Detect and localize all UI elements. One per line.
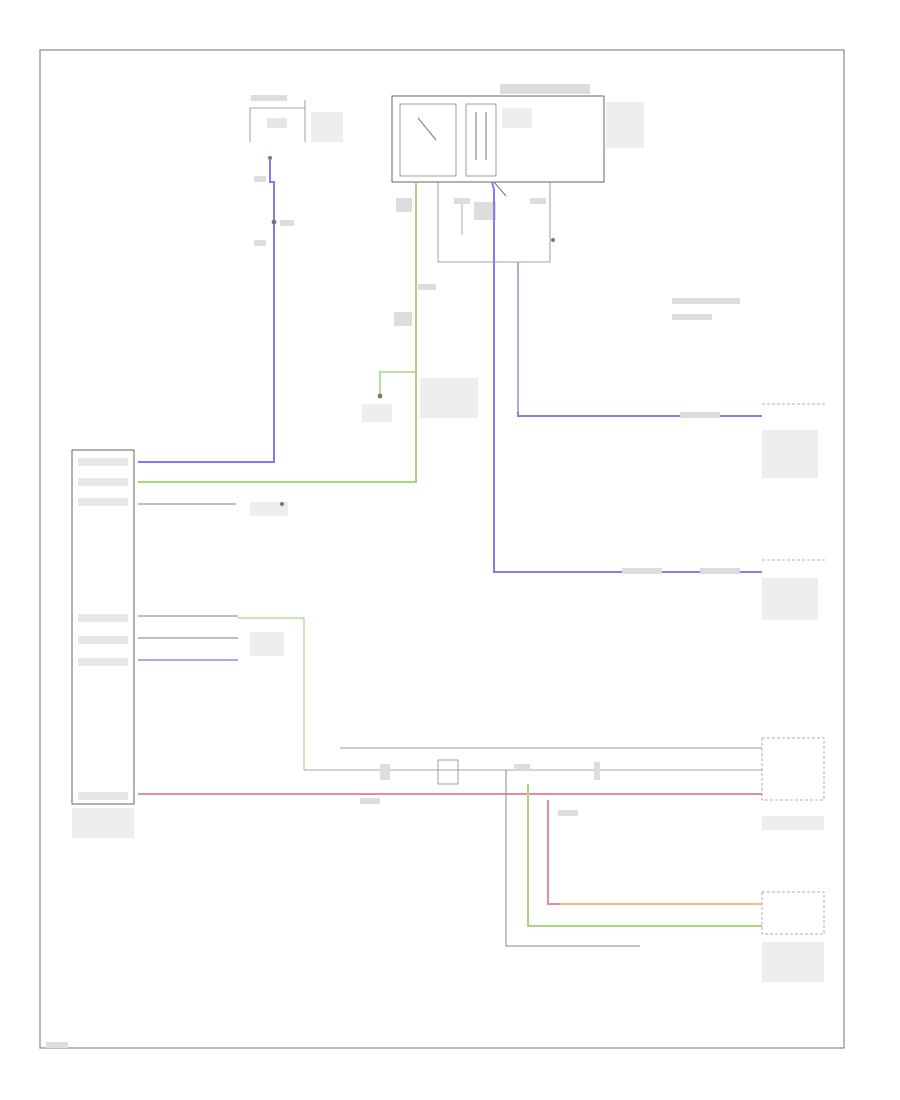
module-pin-label xyxy=(78,478,128,486)
relay-box-label xyxy=(500,84,590,94)
reverse-relay xyxy=(399,103,457,177)
rear-camera-connector xyxy=(761,737,825,801)
relay-box xyxy=(391,95,605,183)
module-pin-label xyxy=(78,498,128,506)
wire-label-box xyxy=(396,198,412,212)
wire-label-box xyxy=(254,176,266,182)
module-pin-label xyxy=(78,658,128,666)
wire-label-box xyxy=(514,764,530,770)
wire-label-box xyxy=(680,412,720,418)
module-description xyxy=(72,808,134,838)
branch-description xyxy=(362,404,392,422)
ground-point xyxy=(280,502,284,506)
cluster-description xyxy=(250,632,284,656)
wire-label-box xyxy=(530,198,546,204)
module-pin-label xyxy=(78,636,128,644)
wire-green-branch xyxy=(379,371,416,394)
wire-green-camera xyxy=(238,617,305,770)
fuse-box-label xyxy=(251,95,287,101)
inline-connector xyxy=(380,764,390,780)
bcm-description xyxy=(762,578,818,620)
wire-bend xyxy=(493,181,507,197)
shield-outline xyxy=(505,770,640,947)
wire-blue-relay xyxy=(491,181,762,573)
wire-label-box xyxy=(254,240,266,246)
ground-description xyxy=(250,502,288,516)
fuse-box-outline xyxy=(249,107,305,142)
wire-label-box xyxy=(474,202,496,220)
relay-coil xyxy=(465,103,497,177)
wire-blue-fuse xyxy=(138,158,275,463)
reverse-description xyxy=(420,378,478,418)
relay-description xyxy=(606,102,644,148)
diagram-code xyxy=(46,1042,68,1048)
pcm-description xyxy=(762,430,818,478)
wire-label-box xyxy=(418,284,436,290)
splice-point xyxy=(551,238,555,242)
diagram-frame xyxy=(39,49,845,1049)
rear-camera-description xyxy=(762,816,824,830)
wire-blue-pcm xyxy=(517,262,762,417)
display-description xyxy=(762,942,824,982)
fuse-label xyxy=(267,118,287,128)
module-pin-label xyxy=(78,614,128,622)
display-connector xyxy=(761,891,825,935)
wire-label-box xyxy=(622,568,662,574)
inline-connector xyxy=(437,759,459,785)
legend-item-2 xyxy=(672,314,712,320)
wire-label-box xyxy=(700,568,740,574)
splice-point xyxy=(377,393,383,399)
wire-label-box xyxy=(394,312,412,326)
splice-point xyxy=(271,219,277,225)
inline-connector xyxy=(594,762,600,780)
wire-green-reverse xyxy=(138,182,417,483)
wire-label-box xyxy=(360,798,380,804)
legend-item-1 xyxy=(672,298,740,304)
wire-label-box xyxy=(280,220,294,226)
camera-control-module xyxy=(71,449,135,805)
wire-red-display xyxy=(547,800,762,905)
relay-label xyxy=(502,108,532,128)
wire-green-display xyxy=(527,784,762,927)
wire-label-box xyxy=(558,810,578,816)
module-pin-label xyxy=(78,458,128,466)
wire-label-box xyxy=(454,198,470,204)
fuse-description xyxy=(311,112,343,142)
module-pin-label xyxy=(78,792,128,800)
relay-switch xyxy=(417,117,437,141)
